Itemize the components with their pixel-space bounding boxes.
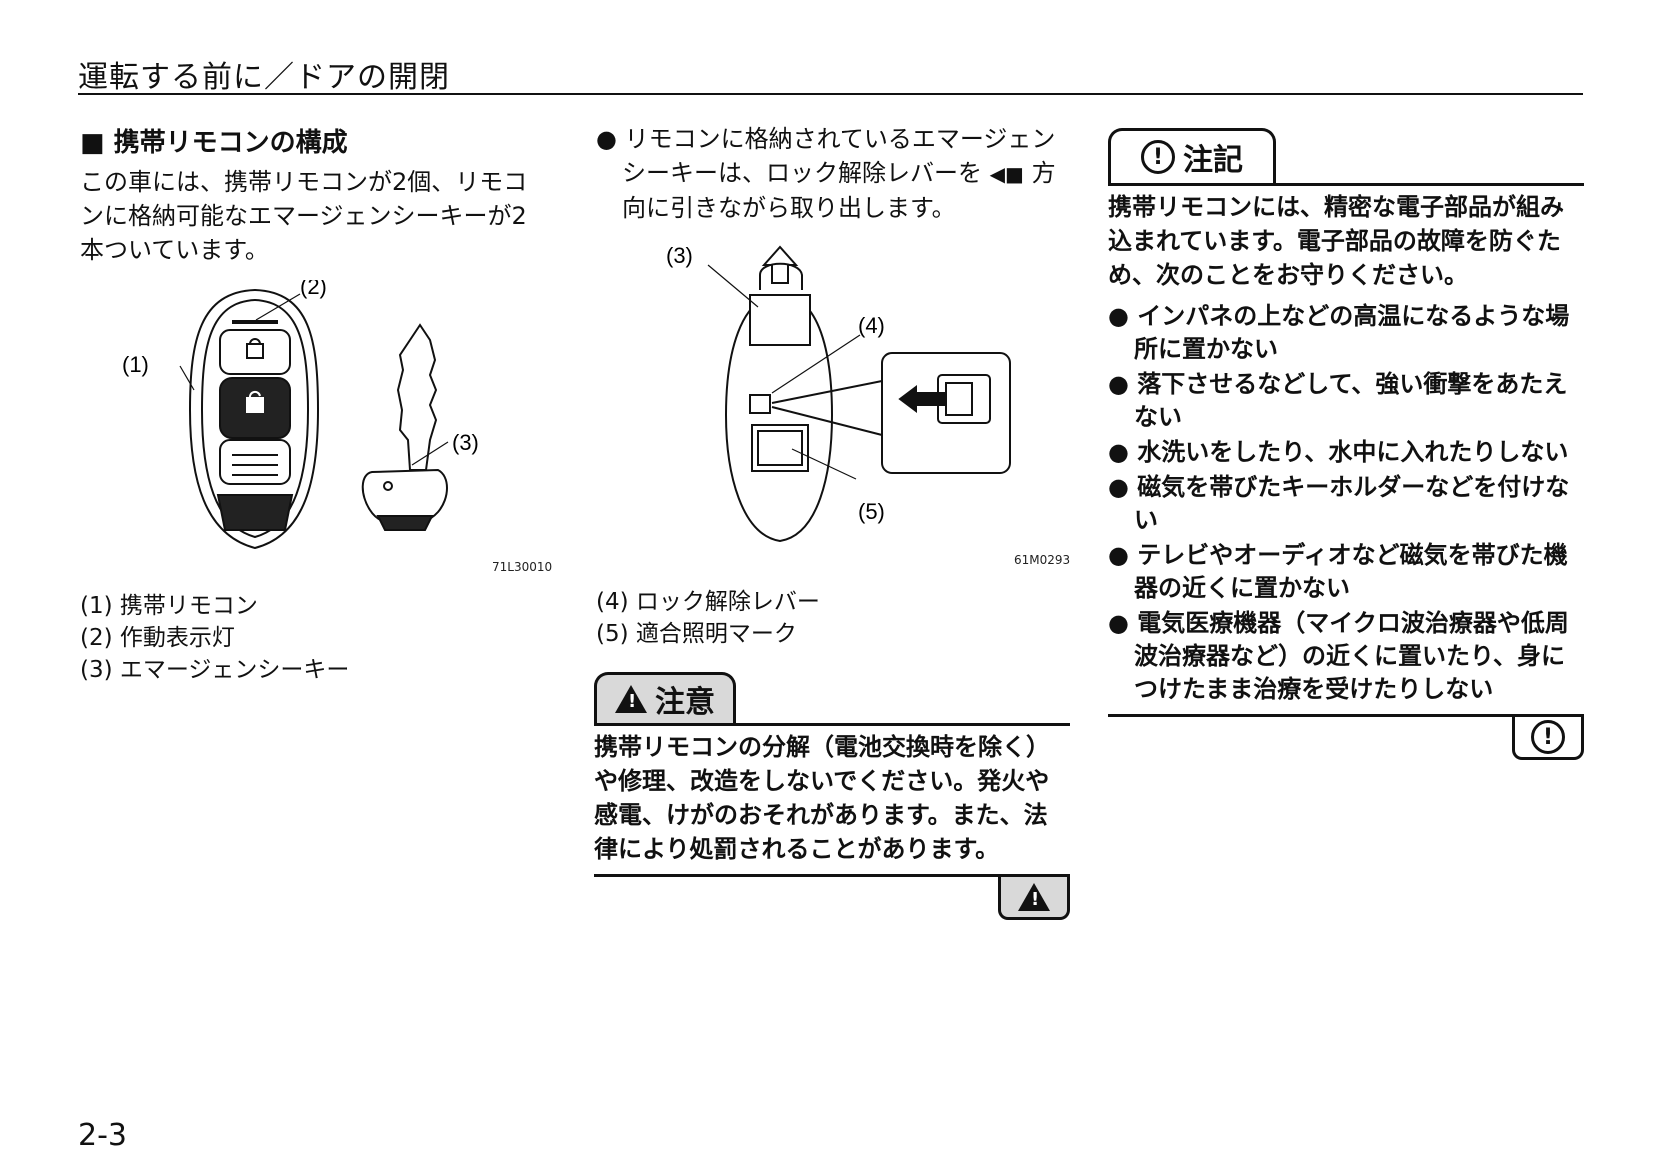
notice-items: ● インパネの上などの高温になるような場所に置かない ● 落下させるなどして、強…	[1108, 300, 1584, 706]
notice-tab: ! 注記	[1108, 128, 1276, 183]
notice-item: ● 磁気を帯びたキーホルダーなどを付けない	[1108, 473, 1570, 534]
key-extraction-figure: (3) (4) (5)	[666, 243, 1011, 543]
header-rule	[78, 93, 1583, 95]
figure1-label-1: (1)	[122, 352, 149, 377]
warning-triangle-icon	[1018, 883, 1050, 911]
left-arrow-icon: ◀■	[989, 162, 1024, 186]
smart-remote-drawing	[188, 288, 320, 550]
notice-tab-label: 注記	[1183, 143, 1243, 178]
remote-key-figure: (1) (2) (3)	[122, 280, 479, 550]
extraction-instruction: ● リモコンに格納されているエマージェンシーキーは、ロック解除レバーを ◀■ 方…	[596, 122, 1066, 225]
figure2-captions: (4) ロック解除レバー (5) 適合照明マーク	[596, 586, 820, 650]
caption-item: (2) 作動表示灯	[80, 625, 235, 651]
caution-bottom-rule	[594, 874, 1070, 877]
page-header-title: 運転する前に／ドアの開閉	[78, 60, 450, 95]
figure2-label-3: (3)	[666, 243, 693, 268]
caption-item: (4) ロック解除レバー	[596, 589, 820, 615]
figure2-label-4: (4)	[858, 313, 885, 338]
caution-tab-label: 注意	[655, 685, 715, 720]
figure2-code: 61M0293	[1014, 553, 1071, 567]
exclamation-circle-icon: !	[1531, 720, 1565, 754]
notice-box: ! 注記 携帯リモコンには、精密な電子部品が組み込まれています。電子部品の故障を…	[1108, 128, 1584, 760]
notice-item: ● テレビやオーディオなど磁気を帯びた機器の近くに置かない	[1108, 541, 1568, 602]
column-2: ● リモコンに格納されているエマージェンシーキーは、ロック解除レバーを ◀■ 方…	[596, 122, 1066, 225]
notice-bottom-rule	[1108, 714, 1584, 717]
caption-item: (3) エマージェンシーキー	[80, 657, 350, 683]
remote-side-drawing	[724, 245, 834, 543]
notice-item: ● 電気医療機器（マイクロ波治療器や低周波治療器など）の近くに置いたり、身につけ…	[1108, 609, 1569, 703]
notice-item: ● 落下させるなどして、強い衝撃をあたえない	[1108, 370, 1568, 431]
notice-end-mark: !	[1512, 717, 1584, 760]
figure1-label-2: (2)	[300, 280, 327, 299]
figure1-captions: (1) 携帯リモコン (2) 作動表示灯 (3) エマージェンシーキー	[80, 590, 349, 686]
caution-text: 携帯リモコンの分解（電池交換時を除く）や修理、改造をしないでください。発火や感電…	[594, 733, 1050, 863]
caution-end-mark	[998, 877, 1070, 920]
figure2-label-5: (5)	[858, 499, 885, 524]
notice-item: ● インパネの上などの高温になるような場所に置かない	[1108, 302, 1570, 363]
notice-item: ● 水洗いをしたり、水中に入れたりしない	[1108, 438, 1569, 466]
emergency-key-drawing	[361, 323, 448, 531]
caution-tab: 注意	[594, 672, 736, 723]
warning-triangle-icon	[615, 685, 647, 713]
column-1: ■ 携帯リモコンの構成 この車には、携帯リモコンが2個、リモコンに格納可能なエマ…	[80, 122, 560, 267]
exclamation-circle-icon: !	[1141, 140, 1175, 174]
instruction-tail: 方向に引きながら取り出します。	[622, 159, 1056, 222]
section-intro: この車には、携帯リモコンが2個、リモコンに格納可能なエマージェンシーキーが2本つ…	[80, 168, 528, 264]
page-number: 2-3	[78, 1118, 127, 1153]
figure1-leaders	[179, 293, 449, 466]
figure2-leaders	[707, 264, 861, 480]
notice-intro: 携帯リモコンには、精密な電子部品が組み込まれています。電子部品の故障を防ぐため、…	[1108, 193, 1564, 289]
figure1-label-3: (3)	[452, 430, 479, 455]
figure1-code: 71L30010	[492, 560, 553, 574]
instruction-text: ● リモコンに格納されているエマージェンシーキーは、ロック解除レバーを	[596, 125, 1056, 187]
detail-inset	[771, 352, 1011, 474]
caution-top-rule	[594, 723, 1070, 726]
caution-box: 注意 携帯リモコンの分解（電池交換時を除く）や修理、改造をしないでください。発火…	[594, 672, 1070, 920]
caption-item: (1) 携帯リモコン	[80, 593, 258, 619]
caption-item: (5) 適合照明マーク	[596, 621, 797, 647]
notice-top-rule	[1108, 183, 1584, 186]
section-title: ■ 携帯リモコンの構成	[80, 128, 348, 158]
